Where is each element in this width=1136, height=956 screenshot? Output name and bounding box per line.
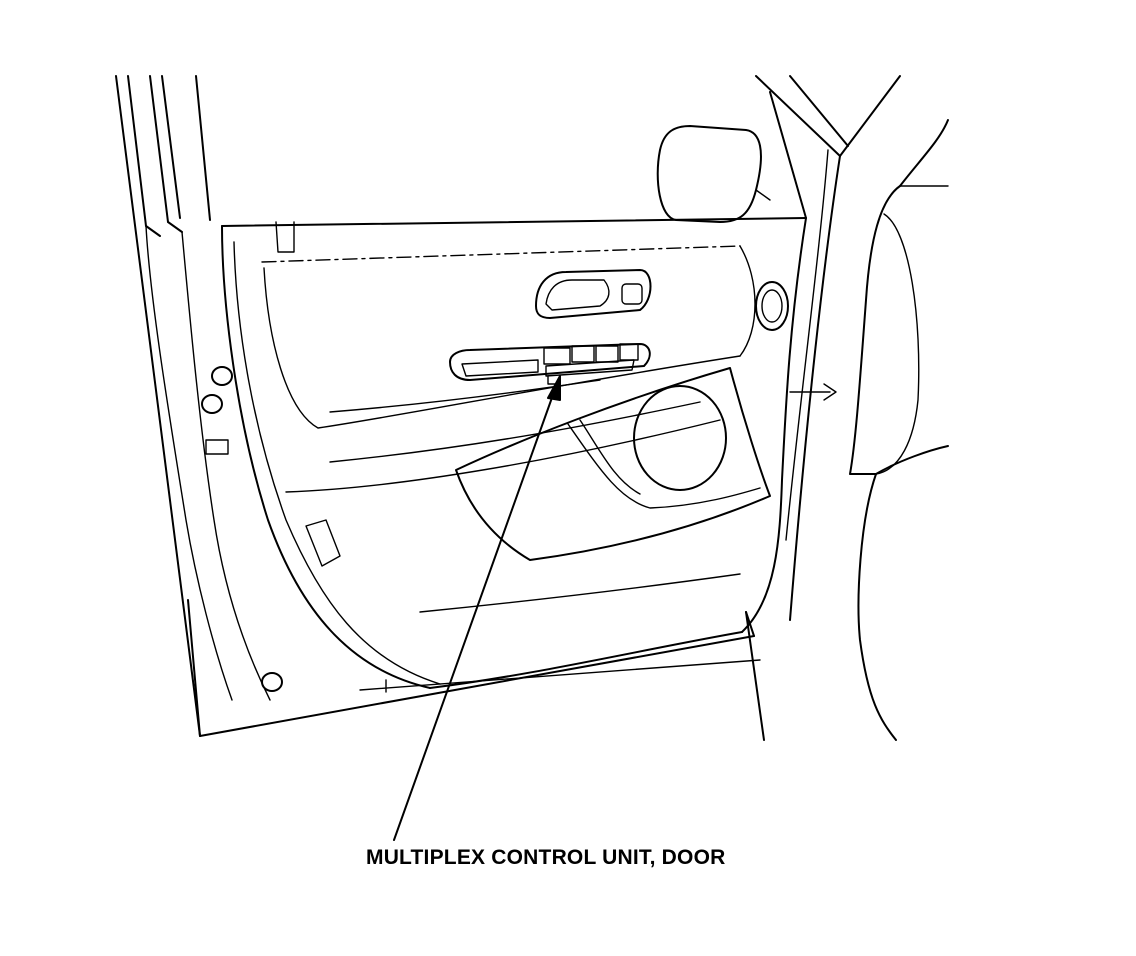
inner-door-handle (535, 269, 652, 319)
seat (839, 75, 949, 741)
door-multiplex-control-unit (449, 343, 651, 385)
door-panel (201, 217, 807, 693)
side-mirror (656, 125, 771, 223)
tweeter-speaker (755, 281, 789, 331)
callout-label-multiplex-control-unit: MULTIPLEX CONTROL UNIT, DOOR (366, 846, 726, 869)
door-pocket (455, 367, 771, 561)
door-speaker (633, 385, 727, 491)
window-frame (745, 75, 849, 741)
callout-leader (393, 375, 561, 841)
door-frame (115, 75, 755, 737)
